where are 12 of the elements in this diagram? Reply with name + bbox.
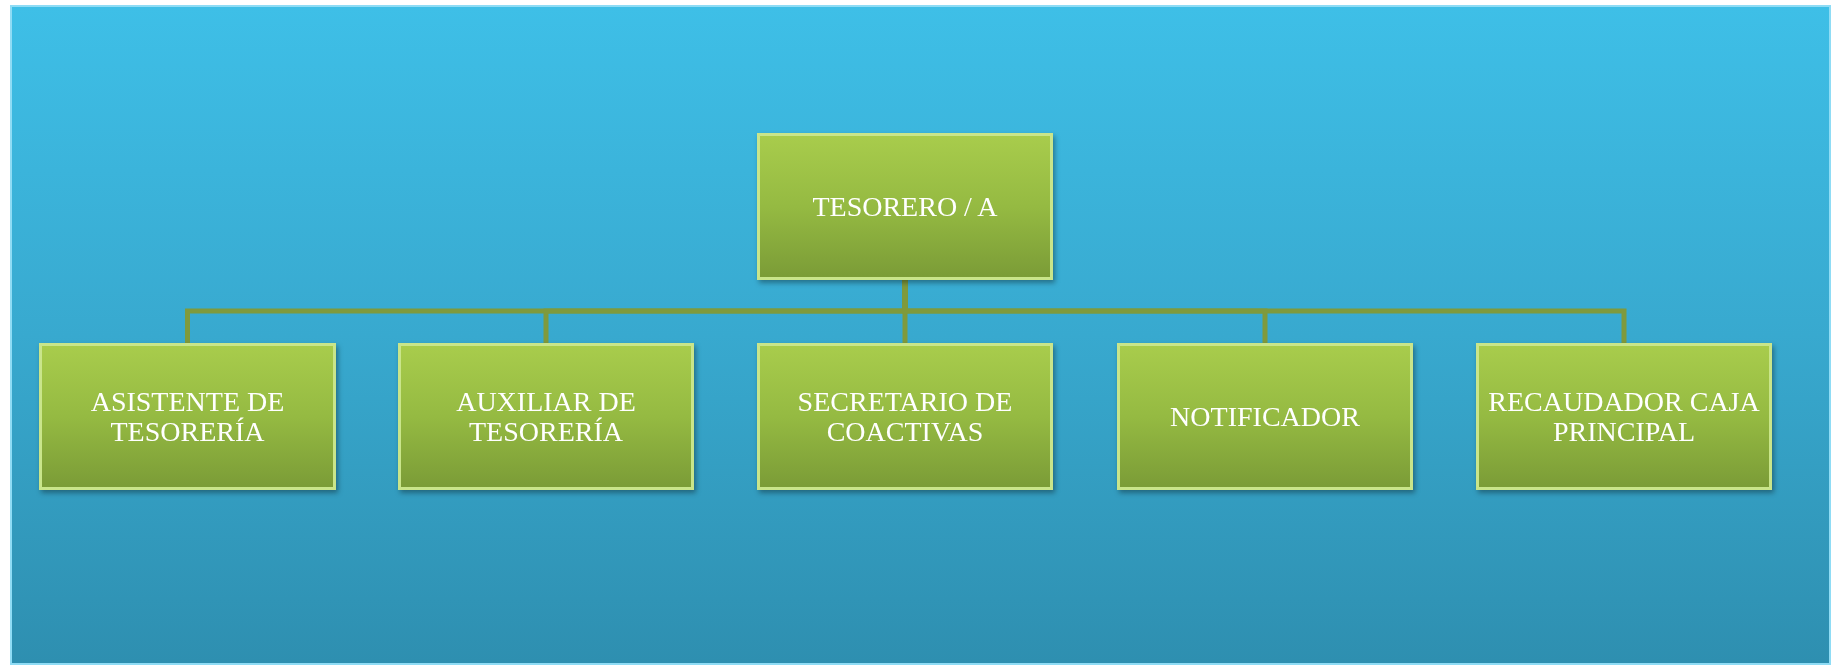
position-title: ASISTENTE DE TESORERÍA xyxy=(89,387,286,446)
position-box xyxy=(39,343,336,490)
position-box xyxy=(1117,343,1413,490)
position-title: AUXILIAR DE TESORERÍA xyxy=(455,387,637,446)
position-box xyxy=(1476,343,1772,490)
position-box xyxy=(757,133,1053,280)
position-title: RECAUDADOR CAJA PRINCIPAL xyxy=(1487,387,1761,446)
position-box xyxy=(398,343,694,490)
position-title: TESORERO / A xyxy=(812,191,998,222)
position-box xyxy=(757,343,1053,490)
position-title: SECRETARIO DE COACTIVAS xyxy=(796,387,1014,446)
position-title: NOTIFICADOR xyxy=(1170,401,1360,432)
